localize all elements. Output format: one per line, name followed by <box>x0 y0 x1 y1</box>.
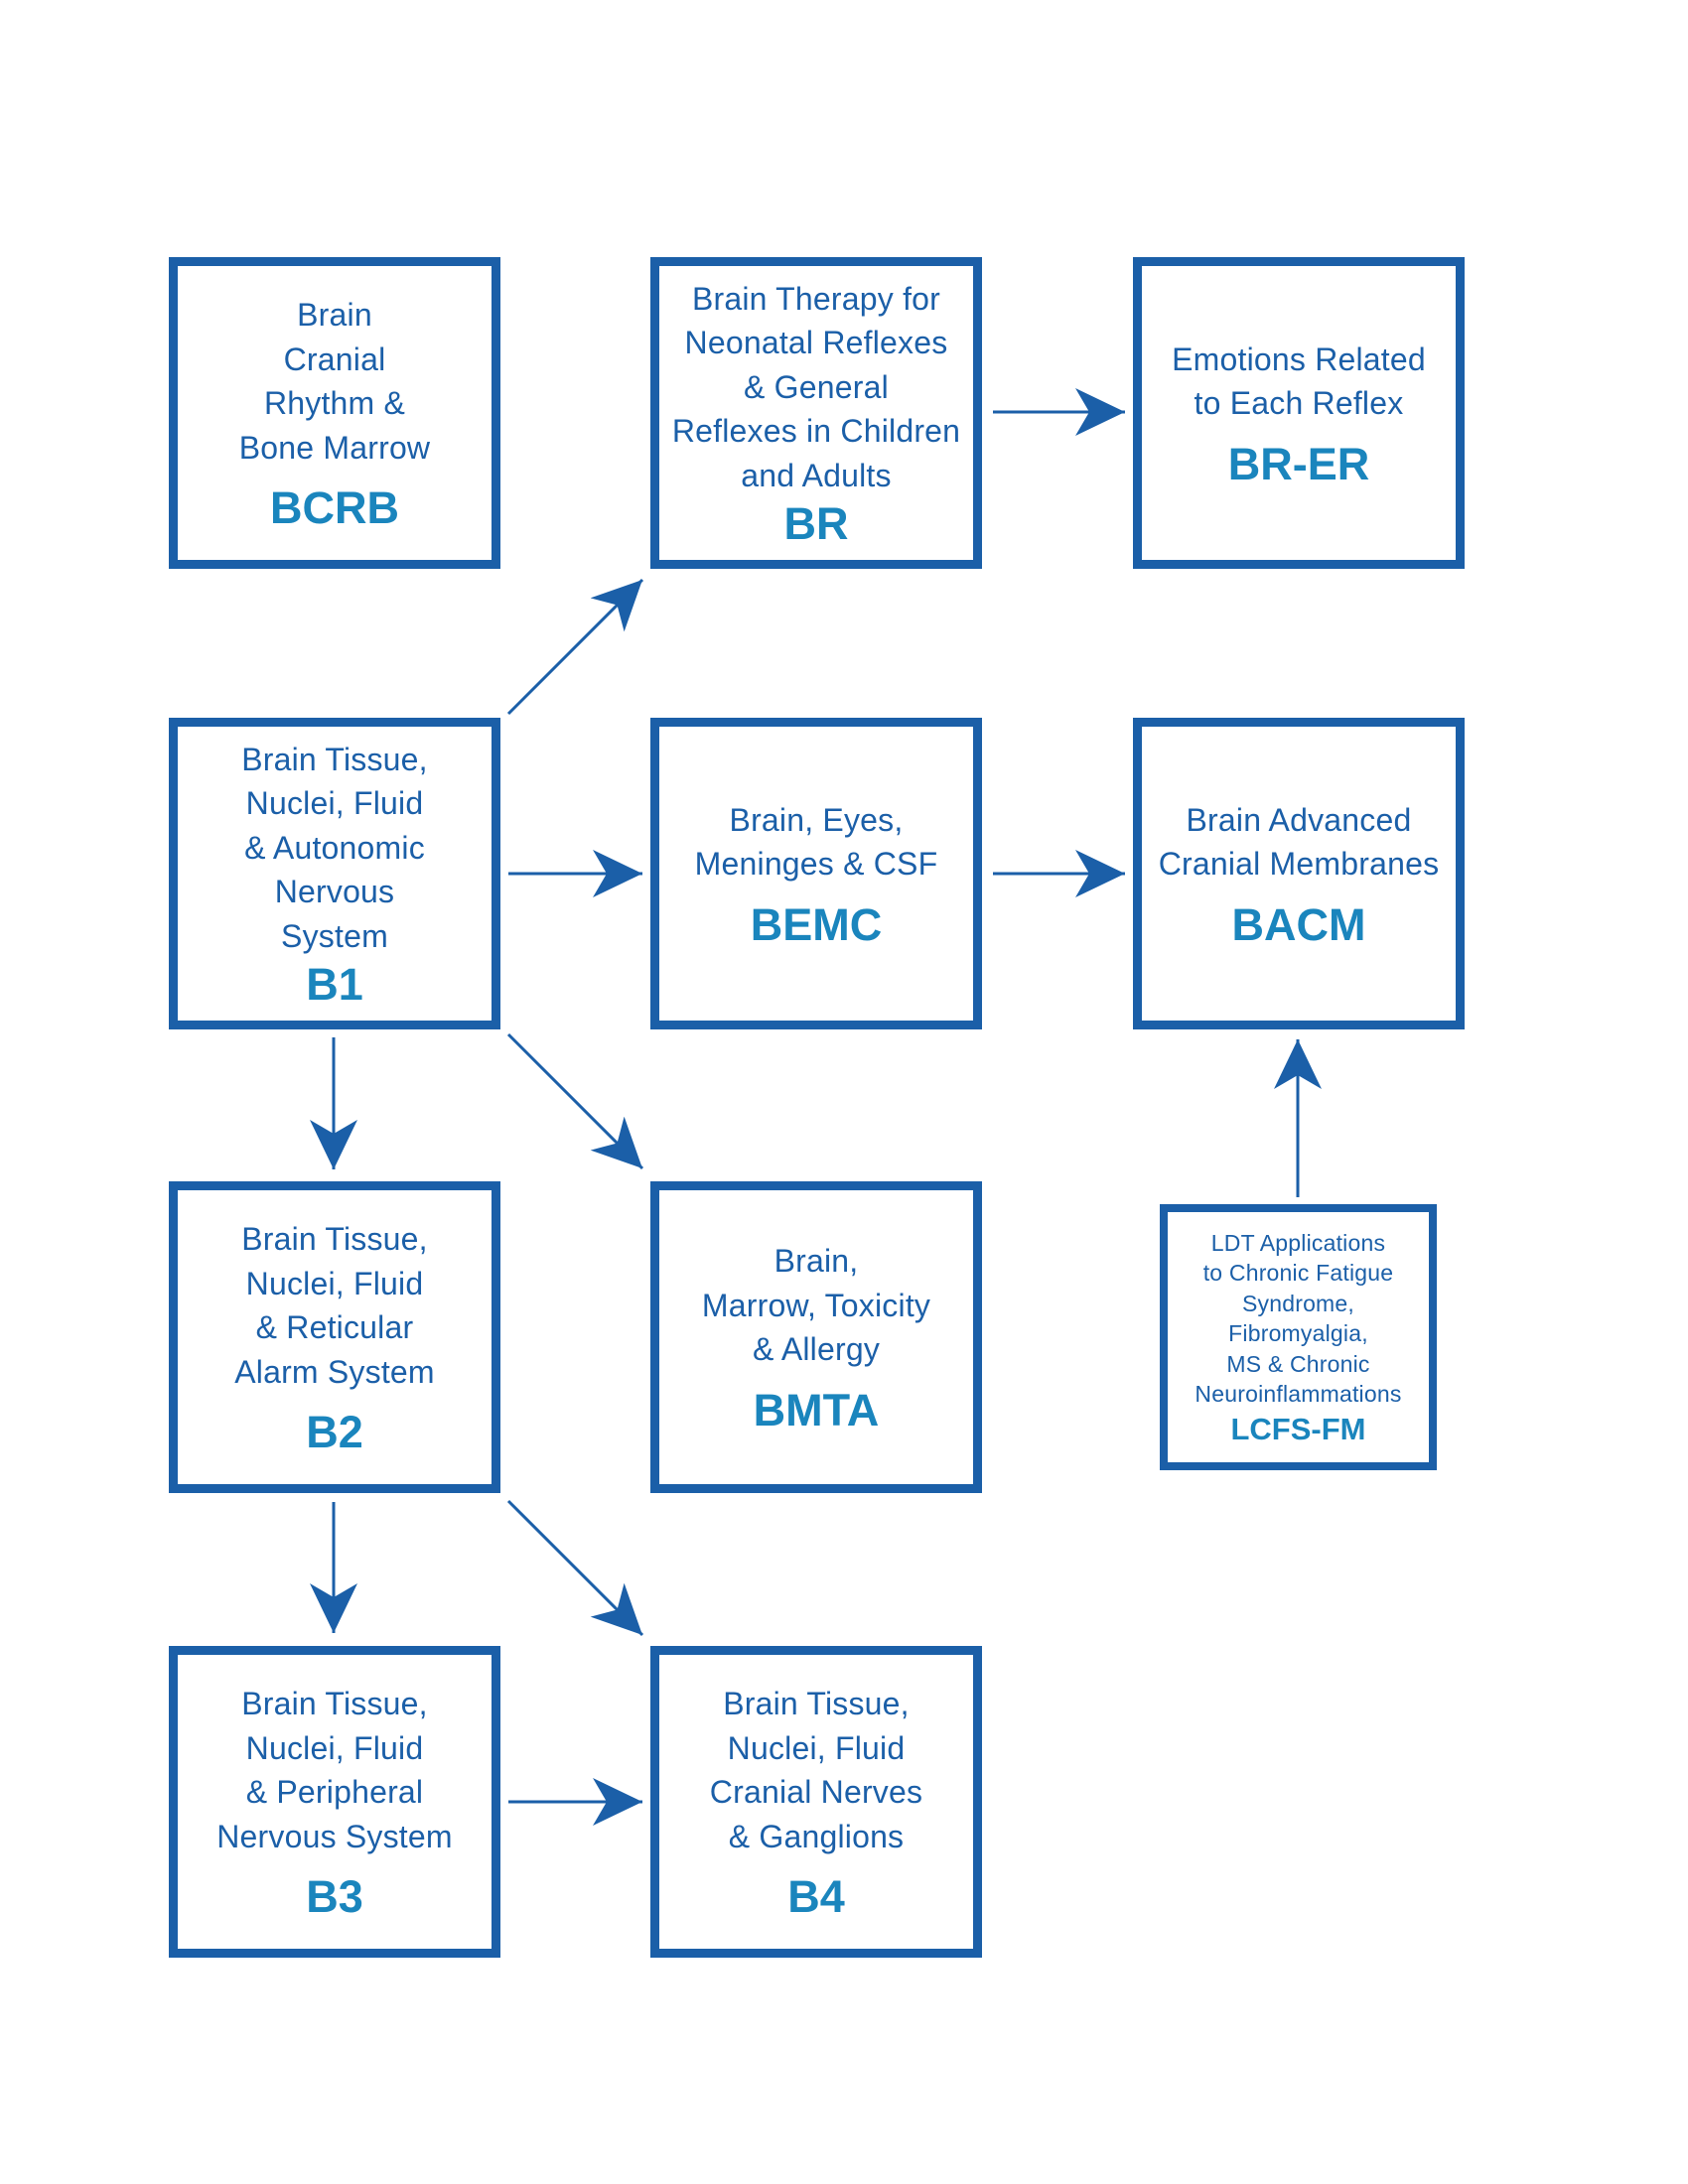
text-line: Nervous System <box>216 1818 453 1854</box>
arrow-b1-to-br <box>506 578 644 716</box>
text-line: Brain <box>297 297 372 333</box>
text-line: Brain Tissue, <box>241 1686 428 1721</box>
text-line: Brain Advanced <box>1186 801 1412 838</box>
text-line: and Adults <box>741 457 892 493</box>
box-bmta: Brain, Marrow, Toxicity & Allergy BMTA <box>650 1181 982 1493</box>
text-line: Alarm System <box>234 1353 435 1390</box>
text-line: System <box>281 917 388 954</box>
box-bacm-description: Brain Advanced Cranial Membranes <box>1159 798 1440 887</box>
box-b2-code: B2 <box>306 1407 363 1457</box>
box-b1: Brain Tissue, Nuclei, Fluid & Autonomic … <box>169 718 500 1029</box>
box-br: Brain Therapy for Neonatal Reflexes & Ge… <box>650 257 982 569</box>
text-line: Marrow, Toxicity <box>701 1287 931 1323</box>
text-line: Nuclei, Fluid <box>245 1729 424 1766</box>
arrow-b1-to-bmta <box>506 1032 644 1170</box>
box-br-description: Brain Therapy for Neonatal Reflexes & Ge… <box>672 277 960 498</box>
text-line: to Each Reflex <box>1194 385 1404 421</box>
box-bcrb: Brain Cranial Rhythm & Bone Marrow BCRB <box>169 257 500 569</box>
text-line: Cranial Nerves <box>709 1774 923 1810</box>
box-brer-code: BR-ER <box>1227 438 1370 489</box>
box-bacm-code: BACM <box>1231 898 1366 950</box>
box-b2-description: Brain Tissue, Nuclei, Fluid & Reticular … <box>234 1217 435 1394</box>
text-line: Brain, Eyes, <box>729 801 904 838</box>
text-line: Reflexes in Children <box>671 413 961 450</box>
text-line: & Peripheral <box>245 1774 424 1810</box>
box-br-code: BR <box>783 498 849 550</box>
text-line: Brain Tissue, <box>241 741 428 777</box>
text-line: Brain Therapy for <box>691 280 941 317</box>
text-line: Brain Tissue, <box>241 1221 428 1257</box>
text-line: Brain Tissue, <box>723 1686 910 1721</box>
box-b3: Brain Tissue, Nuclei, Fluid & Peripheral… <box>169 1646 500 1958</box>
box-bacm: Brain Advanced Cranial Membranes BACM <box>1133 718 1465 1029</box>
text-line: & Autonomic <box>244 829 425 866</box>
box-bcrb-code: BCRB <box>270 482 399 533</box>
box-bemc: Brain, Eyes, Meninges & CSF BEMC <box>650 718 982 1029</box>
text-line: Cranial Membranes <box>1158 846 1440 882</box>
text-line: LDT Applications <box>1210 1229 1386 1256</box>
box-b2: Brain Tissue, Nuclei, Fluid & Reticular … <box>169 1181 500 1493</box>
text-line: Nuclei, Fluid <box>245 1265 424 1301</box>
box-bcrb-description: Brain Cranial Rhythm & Bone Marrow <box>239 293 431 470</box>
text-line: Bone Marrow <box>238 429 431 466</box>
box-bmta-code: BMTA <box>753 1384 880 1435</box>
text-line: Cranial <box>283 341 386 377</box>
text-line: & Reticular <box>255 1309 414 1345</box>
box-b1-description: Brain Tissue, Nuclei, Fluid & Autonomic … <box>241 738 428 959</box>
box-b4-description: Brain Tissue, Nuclei, Fluid Cranial Nerv… <box>710 1682 922 1858</box>
text-line: & Ganglions <box>728 1818 905 1854</box>
box-lcfs-code: LCFS-FM <box>1230 1411 1366 1446</box>
arrow-b2-to-b4 <box>506 1499 644 1637</box>
text-line: Neonatal Reflexes <box>684 325 948 361</box>
box-b3-code: B3 <box>306 1871 363 1922</box>
text-line: & General <box>744 368 889 405</box>
text-line: Meninges & CSF <box>694 846 938 882</box>
box-b4-code: B4 <box>787 1871 845 1922</box>
text-line: Fibromyalgia, <box>1228 1320 1368 1346</box>
box-bemc-description: Brain, Eyes, Meninges & CSF <box>695 798 938 887</box>
text-line: MS & Chronic <box>1226 1350 1370 1377</box>
box-b3-description: Brain Tissue, Nuclei, Fluid & Peripheral… <box>216 1682 453 1858</box>
text-line: Nuclei, Fluid <box>727 1729 906 1766</box>
box-lcfs-description: LDT Applications to Chronic Fatigue Synd… <box>1195 1228 1401 1410</box>
text-line: Rhythm & <box>263 385 406 421</box>
text-line: Syndrome, <box>1241 1290 1354 1316</box>
text-line: Brain, <box>774 1243 859 1280</box>
text-line: Emotions Related <box>1172 341 1426 377</box>
box-lcfs: LDT Applications to Chronic Fatigue Synd… <box>1160 1204 1437 1470</box>
text-line: Neuroinflammations <box>1195 1381 1402 1407</box>
text-line: to Chronic Fatigue <box>1202 1260 1394 1286</box>
text-line: Nuclei, Fluid <box>245 785 424 822</box>
box-bmta-description: Brain, Marrow, Toxicity & Allergy <box>702 1239 930 1372</box>
box-b1-code: B1 <box>306 959 363 1011</box>
box-brer: Emotions Related to Each Reflex BR-ER <box>1133 257 1465 569</box>
box-brer-description: Emotions Related to Each Reflex <box>1172 338 1426 426</box>
text-line: & Allergy <box>752 1331 881 1368</box>
text-line: Nervous <box>274 874 395 910</box>
box-b4: Brain Tissue, Nuclei, Fluid Cranial Nerv… <box>650 1646 982 1958</box>
box-bemc-code: BEMC <box>750 898 883 950</box>
